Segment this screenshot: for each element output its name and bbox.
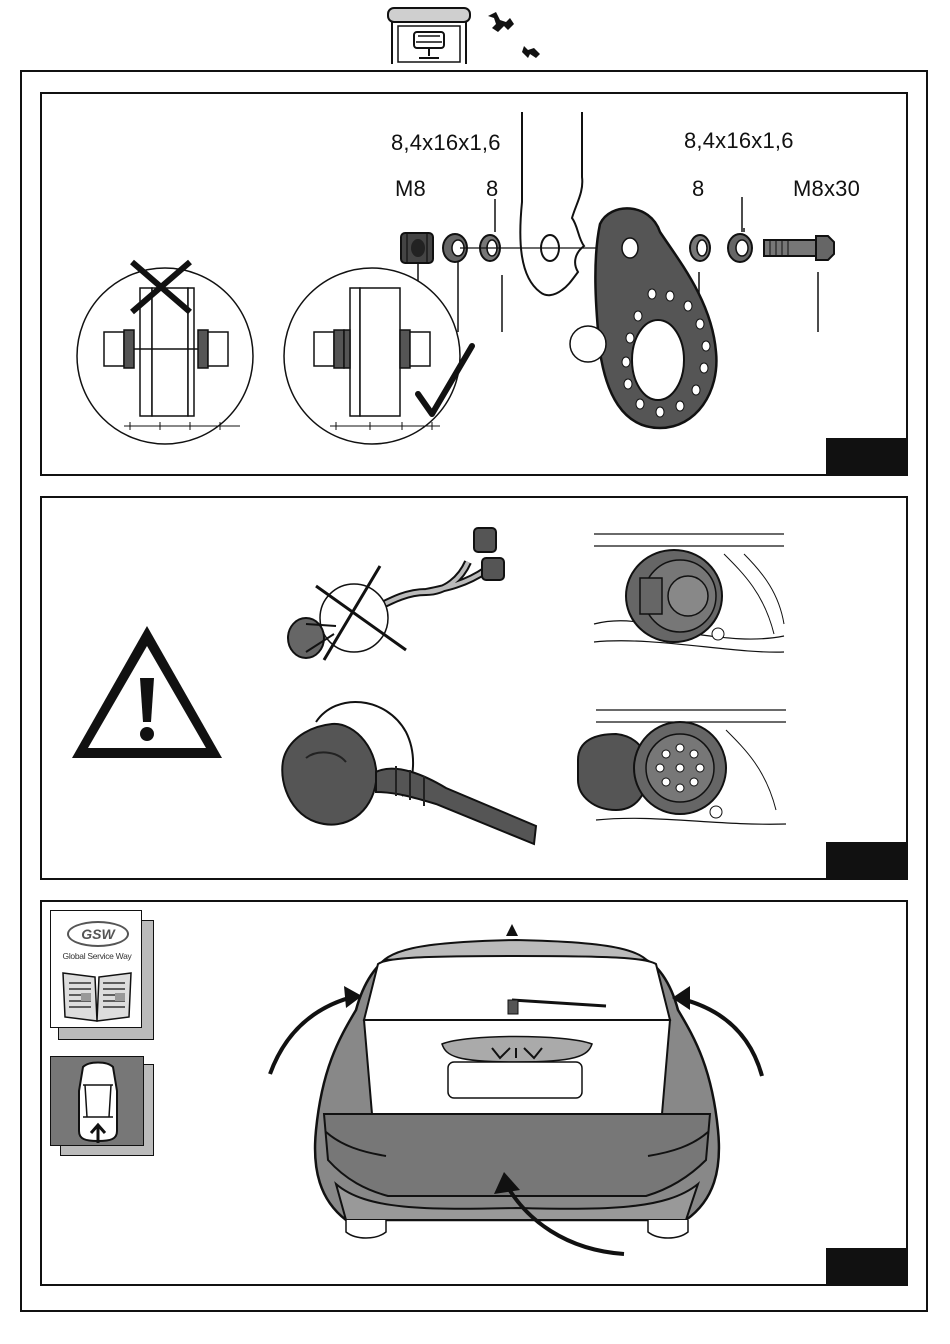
correct-assembly-detail — [284, 268, 472, 444]
warning-triangle-icon — [68, 622, 226, 762]
nut-icon — [401, 233, 433, 263]
cable-crossed-icon — [276, 522, 526, 672]
gsw-caption: Global Service Way — [53, 951, 141, 961]
garage-lift-icon — [386, 6, 472, 66]
socket-open-icon — [576, 700, 786, 840]
socket-closed-icon — [594, 524, 784, 664]
car-top-view-badge — [50, 1056, 154, 1156]
assembly-drawing — [40, 92, 908, 476]
car-top-view-icon — [73, 1061, 123, 1143]
socket-plug-icon — [276, 692, 546, 852]
gsw-logo: GSW — [67, 921, 129, 947]
step-number-tab — [826, 842, 906, 878]
incorrect-assembly-detail — [77, 262, 253, 444]
step-number-tab — [826, 1248, 906, 1284]
car-rear-icon — [266, 920, 776, 1260]
manual-book-icon — [61, 967, 133, 1023]
bolt-icon — [764, 236, 834, 260]
wrench-icon — [482, 8, 542, 68]
gsw-manual-badge: GSW Global Service Way — [50, 910, 154, 1040]
